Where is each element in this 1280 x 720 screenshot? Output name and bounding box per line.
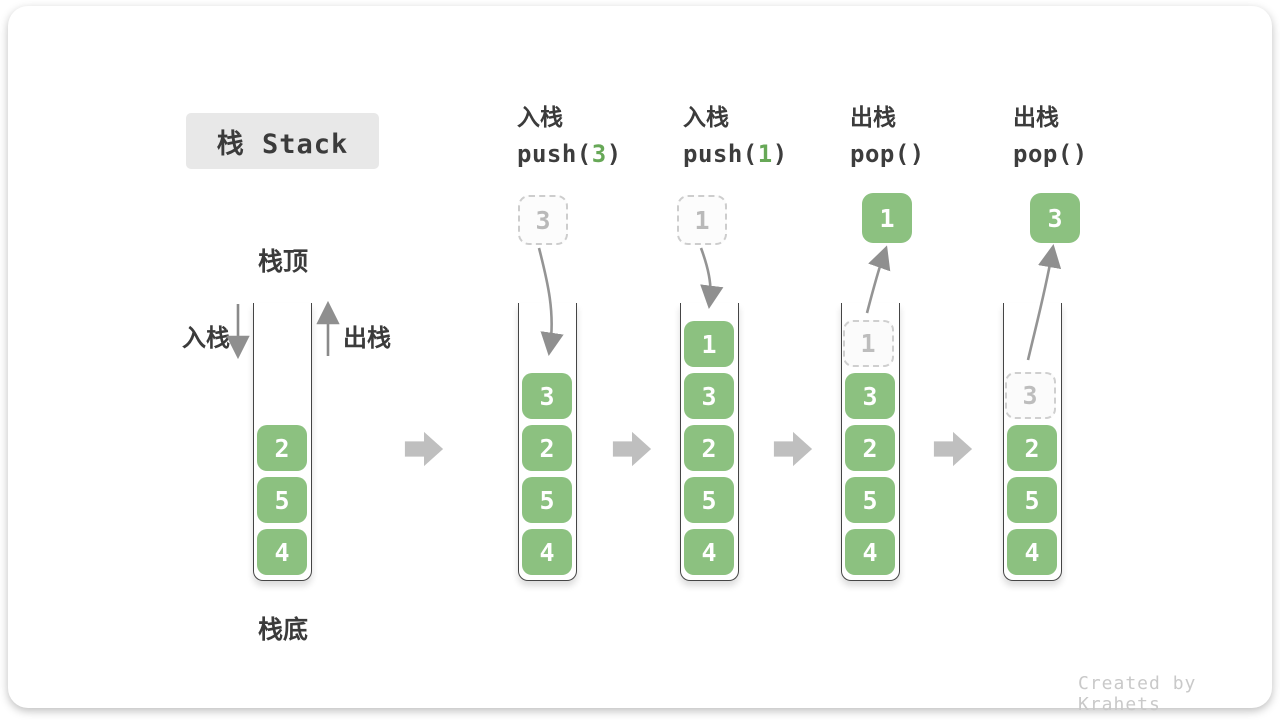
stack-item: 4 [684, 529, 734, 575]
stack-item: 5 [845, 477, 895, 523]
stack-item: 2 [845, 425, 895, 471]
stack-item: 4 [522, 529, 572, 575]
op-code-text: pop() [850, 140, 925, 168]
stack-state-initial: 4 5 2 [253, 303, 312, 581]
pop-direction-label: 出栈 [343, 325, 391, 352]
stack-item: 2 [684, 425, 734, 471]
op-code-text: pop() [1013, 140, 1088, 168]
stack-item: 3 [845, 373, 895, 419]
op-name: 入栈 [683, 104, 729, 130]
op-name: 入栈 [517, 104, 563, 130]
stack-bottom-label: 栈底 [257, 616, 308, 644]
stack-item: 4 [845, 529, 895, 575]
stack-item: 5 [257, 477, 307, 523]
operation-label-push-3: 入栈 push(3) [517, 104, 687, 168]
stack-item: 5 [522, 477, 572, 523]
stack-item: 2 [257, 425, 307, 471]
op-code-text: ) [606, 140, 622, 168]
pushed-value-box-1: 1 [677, 195, 727, 245]
stack-top-label: 栈顶 [257, 248, 308, 276]
diagram-title: 栈 Stack [186, 113, 379, 169]
stack-state-after-pop-1: 4 5 2 3 1 [841, 303, 900, 581]
op-code-text: push( [683, 140, 758, 168]
op-code-text: push( [517, 140, 592, 168]
popped-value-box-1: 1 [862, 193, 912, 243]
stack-item: 2 [522, 425, 572, 471]
stack-item: 1 [684, 321, 734, 367]
op-code: push(3) [517, 140, 687, 168]
stack-state-after-push-3: 4 5 2 3 [518, 303, 577, 581]
operation-label-pop-1: 出栈 pop() [850, 104, 1020, 168]
op-code: push(1) [683, 140, 853, 168]
stack-item: 5 [684, 477, 734, 523]
pushed-value-box-3: 3 [518, 195, 568, 245]
stack-item: 2 [1007, 425, 1057, 471]
op-code: pop() [850, 140, 1020, 168]
stack-state-after-pop-3: 4 5 2 3 [1003, 303, 1062, 581]
push-direction-label: 入栈 [182, 325, 230, 352]
popped-value-box-3: 3 [1030, 193, 1080, 243]
op-code-arg: 3 [591, 140, 607, 168]
watermark: Created by Krahets [1078, 673, 1197, 715]
operation-label-push-1: 入栈 push(1) [683, 104, 853, 168]
stack-item-ghost: 1 [842, 320, 894, 367]
stack-item: 4 [257, 529, 307, 575]
stack-item: 3 [684, 373, 734, 419]
stack-item: 3 [522, 373, 572, 419]
op-name: 出栈 [850, 104, 896, 130]
op-code-text: ) [772, 140, 788, 168]
op-code: pop() [1013, 140, 1183, 168]
stack-state-after-push-1: 4 5 2 3 1 [680, 303, 739, 581]
op-name: 出栈 [1013, 104, 1059, 130]
stack-item: 5 [1007, 477, 1057, 523]
stack-item: 4 [1007, 529, 1057, 575]
stack-item-ghost: 3 [1004, 372, 1056, 419]
operation-label-pop-2: 出栈 pop() [1013, 104, 1183, 168]
op-code-arg: 1 [757, 140, 773, 168]
